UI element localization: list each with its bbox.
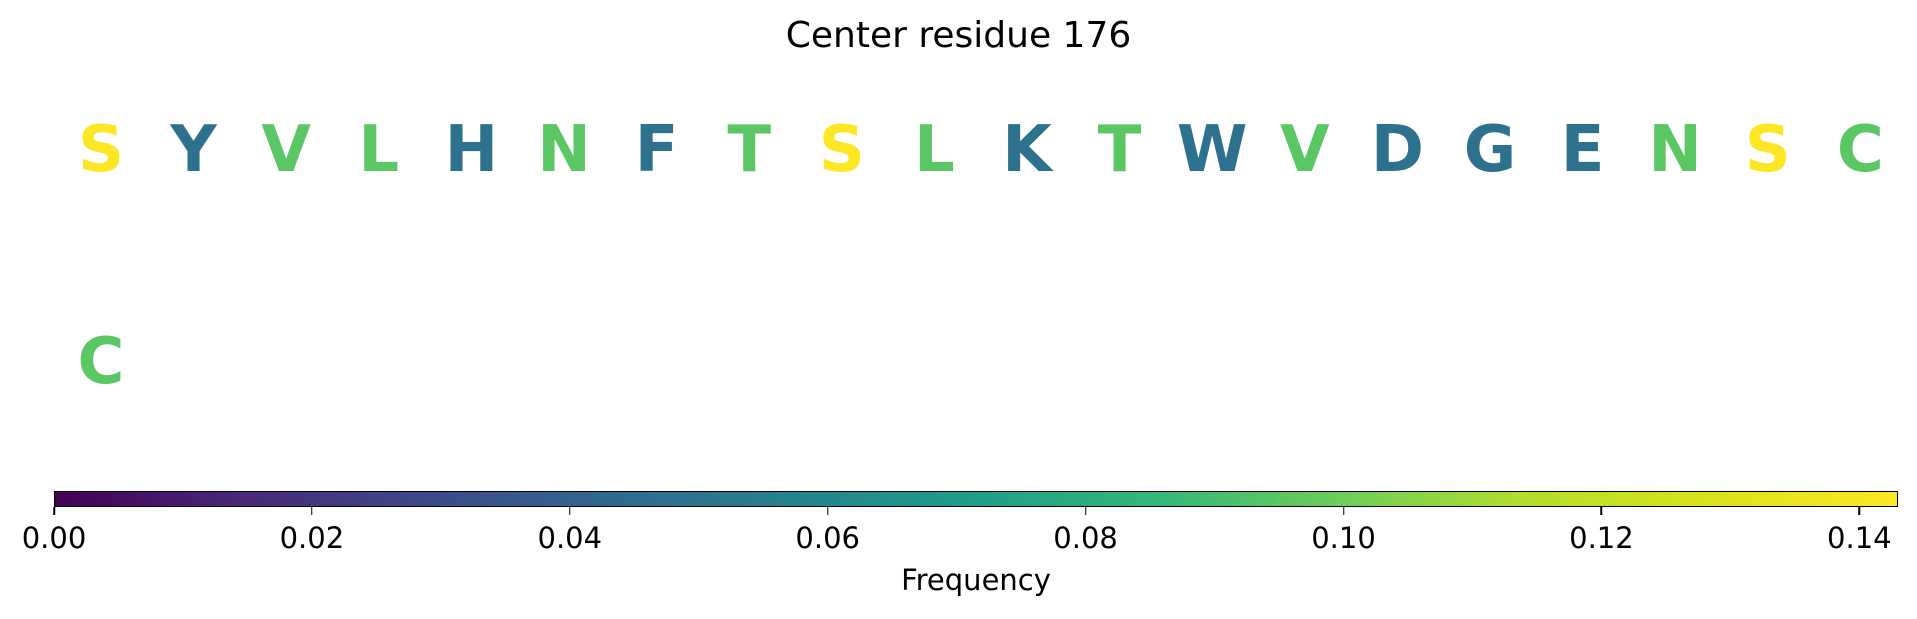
chart-title: Center residue 176 [785, 15, 1132, 56]
colorbar-tick-label: 0.12 [1569, 521, 1634, 555]
residue-letter: E [1560, 113, 1605, 187]
residue-letter: S [1744, 113, 1791, 187]
colorbar-tick-mark [53, 507, 55, 515]
residue-letter: S [818, 113, 865, 187]
colorbar-tick-label: 0.06 [795, 521, 860, 555]
colorbar-tick-mark [311, 507, 313, 515]
colorbar-tick-mark [1342, 507, 1345, 515]
colorbar-tick-label: 0.02 [279, 521, 345, 555]
residue-letter: V [1280, 113, 1330, 187]
residue-letter: Y [170, 113, 217, 187]
residue-letter: V [261, 113, 311, 187]
residue-letter: C [77, 325, 125, 399]
colorbar-label: Frequency [901, 563, 1051, 597]
residue-letter: H [444, 113, 499, 187]
residue-letter: T [1097, 113, 1142, 187]
residue-letter: L [358, 113, 400, 187]
residue-letter: S [77, 113, 125, 187]
residue-letter: N [1648, 113, 1702, 187]
residue-letter: G [1463, 113, 1517, 187]
colorbar-tick-mark [1600, 507, 1603, 515]
colorbar-tick-label: 0.08 [1053, 521, 1118, 555]
colorbar-tick-mark [569, 507, 571, 515]
colorbar-tick-mark [1084, 507, 1087, 515]
residue-letter: T [727, 113, 772, 187]
residue-letter: F [634, 113, 679, 187]
residue-letter: C [1836, 113, 1884, 187]
colorbar-tick-label: 0.14 [1827, 521, 1892, 555]
residue-letter: L [914, 113, 955, 187]
colorbar-tick-mark [826, 507, 829, 515]
residue-letter: W [1176, 113, 1248, 187]
colorbar [54, 491, 1898, 507]
colorbar-tick-mark [1858, 507, 1861, 515]
residue-letter: K [1002, 113, 1052, 187]
residue-letter: N [537, 113, 591, 187]
residue-letter: D [1370, 113, 1424, 187]
colorbar-tick-label: 0.04 [537, 521, 603, 555]
colorbar-tick-label: 0.10 [1311, 521, 1376, 555]
colorbar-tick-label: 0.00 [21, 521, 87, 555]
